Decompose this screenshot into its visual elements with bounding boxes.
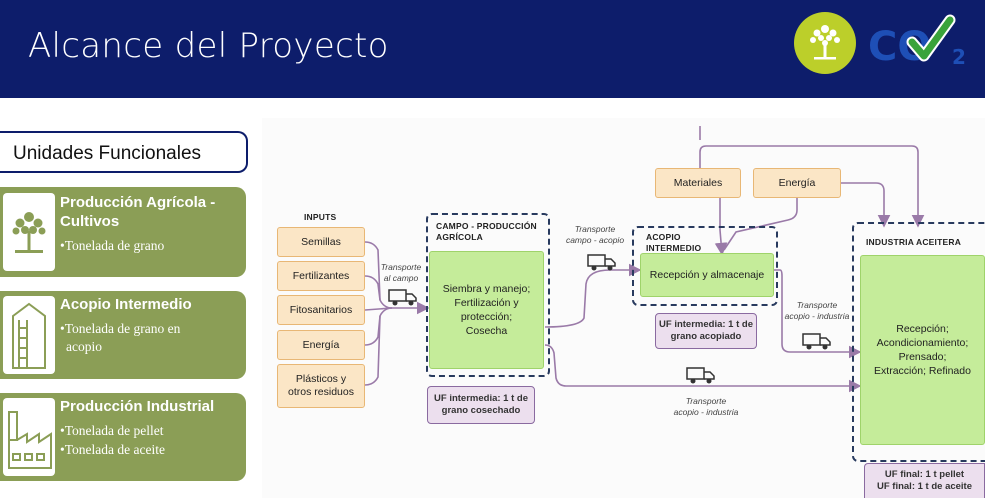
transport-campo-acopio-line2: campo - acopio bbox=[565, 235, 625, 245]
transport-field-line2: al campo bbox=[383, 273, 419, 283]
campo-process-line: Siembra y manejo; bbox=[442, 283, 531, 295]
acopio-stage-boundary bbox=[632, 226, 778, 306]
acopio-process-box: Recepción y almacenaje bbox=[640, 253, 774, 297]
card-title-line2: Cultivos bbox=[60, 213, 120, 230]
card-title: Acopio Intermedio bbox=[60, 296, 192, 313]
card-bullet-line2: acopio bbox=[66, 339, 102, 354]
card-bullet: •Tonelada de grano bbox=[60, 238, 165, 253]
checkmark-icon bbox=[906, 14, 956, 62]
acopio-uf-line2: grano acopiado bbox=[670, 331, 742, 342]
card-bullet-oil: •Tonelada de aceite bbox=[60, 442, 165, 457]
industria-stage-label: INDUSTRIA ACEITERA bbox=[866, 237, 962, 247]
card-agricultural-production: Producción Agrícola - Cultivos •Tonelada… bbox=[0, 187, 246, 277]
transport-campo-acopio-label: Transporte campo - acopio bbox=[560, 224, 630, 246]
tree-logo-icon bbox=[794, 12, 856, 74]
input-seeds: Semillas bbox=[277, 227, 365, 257]
truck-icon bbox=[388, 289, 417, 306]
transport-field-label: Transporte al campo bbox=[378, 262, 424, 284]
acopio-uf-box: UF intermedia: 1 t de grano acopiado bbox=[655, 313, 757, 349]
transport-field-line1: Transporte bbox=[380, 262, 422, 272]
industria-process-line: Acondicionamiento; bbox=[876, 337, 969, 349]
acopio-uf-line1: UF intermedia: 1 t de bbox=[659, 319, 753, 330]
transport-campo-acopio-line1: Transporte bbox=[574, 224, 616, 234]
industria-process-line: Extracción; Refinado bbox=[874, 365, 971, 377]
industria-stage-boundary bbox=[852, 222, 985, 462]
inputs-label: INPUTS bbox=[304, 212, 337, 222]
acopio-stage-label: ACOPIO INTERMEDIO bbox=[646, 232, 701, 254]
co2-logo: CO 2 bbox=[866, 12, 976, 76]
campo-label-line2: AGRÍCOLA bbox=[436, 232, 483, 242]
campo-process-line: Fertilización y bbox=[454, 297, 519, 309]
acopio-label-line2: INTERMEDIO bbox=[646, 243, 702, 253]
input-fertilizers: Fertilizantes bbox=[277, 261, 365, 291]
campo-process-line: protección; bbox=[460, 311, 513, 323]
functional-units-title: Unidades Funcionales bbox=[13, 143, 202, 164]
campo-uf-line1: UF intermedia: 1 t de bbox=[434, 393, 528, 404]
card-bullet-pellet: •Tonelada de pellet bbox=[60, 423, 164, 438]
campo-uf-box: UF intermedia: 1 t de grano cosechado bbox=[427, 386, 535, 424]
industria-process-box: Recepción; Acondicionamiento; Prensado; … bbox=[860, 255, 985, 445]
campo-stage-boundary bbox=[426, 213, 550, 377]
industria-process-line: Prensado; bbox=[898, 351, 947, 363]
silo-icon bbox=[3, 296, 55, 374]
factory-icon bbox=[3, 398, 55, 476]
transport-acopio-industria-top-line2: acopio - industria bbox=[784, 311, 850, 321]
card-bullet-line1: •Tonelada de grano en bbox=[60, 321, 181, 336]
functional-units-heading: Unidades Funcionales bbox=[0, 131, 248, 173]
card-title: Producción Industrial bbox=[60, 398, 215, 415]
transport-acopio-industria-bottom-line2: acopio - industria bbox=[673, 407, 739, 417]
tree-icon bbox=[3, 193, 55, 271]
campo-stage-label: CAMPO - PRODUCCIÓN AGRÍCOLA bbox=[436, 221, 537, 243]
campo-process-line: Cosecha bbox=[465, 325, 508, 337]
card-title-line1: Producción Agrícola - bbox=[60, 194, 216, 211]
industria-uf-box: UF final: 1 t pellet UF final: 1 t de ac… bbox=[864, 463, 985, 498]
truck-icon bbox=[686, 367, 715, 384]
campo-label-line1: CAMPO - PRODUCCIÓN bbox=[436, 221, 537, 231]
transport-acopio-industria-top-label: Transporte acopio - industria bbox=[780, 300, 854, 322]
header-bar: Alcance del Proyecto CO 2 bbox=[0, 0, 985, 98]
transport-acopio-industria-bottom-label: Transporte acopio - industria bbox=[664, 396, 748, 418]
card-industrial-production: Producción Industrial •Tonelada de pelle… bbox=[0, 393, 246, 481]
industria-process-line: Recepción; bbox=[896, 323, 949, 335]
industria-uf-line2: UF final: 1 t de aceite bbox=[876, 481, 973, 492]
campo-process-box: Siembra y manejo; Fertilización y protec… bbox=[429, 251, 544, 369]
transport-acopio-industria-bottom-line1: Transporte bbox=[685, 396, 727, 406]
acopio-label-line1: ACOPIO bbox=[646, 232, 681, 242]
campo-uf-line2: grano cosechado bbox=[441, 405, 521, 416]
industria-uf-line1: UF final: 1 t pellet bbox=[884, 469, 965, 480]
co2-logo-subscript: 2 bbox=[952, 45, 966, 69]
transport-acopio-industria-top-line1: Transporte bbox=[796, 300, 838, 310]
page-title: Alcance del Proyecto bbox=[28, 26, 389, 66]
truck-icon bbox=[587, 254, 616, 271]
input-energy: Energía bbox=[277, 330, 365, 360]
card-intermediate-storage: Acopio Intermedio •Tonelada de grano en … bbox=[0, 291, 246, 379]
input-plastics: Plásticos y otros residuos bbox=[277, 364, 365, 408]
input-energy-top: Energía bbox=[753, 168, 841, 198]
input-materials: Materiales bbox=[655, 168, 741, 198]
truck-icon bbox=[802, 333, 831, 350]
input-phytosanitary: Fitosanitarios bbox=[277, 295, 365, 325]
